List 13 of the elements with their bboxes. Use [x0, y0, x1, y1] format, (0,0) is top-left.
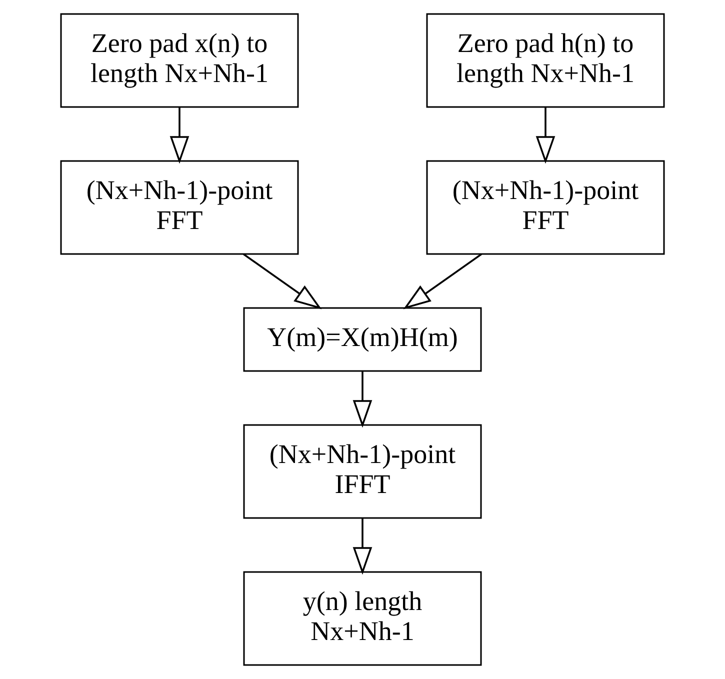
arrow	[536, 107, 556, 164]
node-box: (Nx+Nh-1)-point FFT	[426, 160, 665, 255]
arrow	[242, 253, 322, 310]
node-box: y(n) length Nx+Nh-1	[243, 571, 482, 666]
arrow	[352, 518, 372, 575]
node-box: Y(m)=X(m)H(m)	[243, 307, 482, 372]
node-box: Zero pad h(n) to length Nx+Nh-1	[426, 13, 665, 108]
arrow	[170, 107, 190, 164]
arrow	[403, 253, 482, 310]
node-box: (Nx+Nh-1)-point FFT	[60, 160, 299, 255]
node-box: Zero pad x(n) to length Nx+Nh-1	[60, 13, 299, 108]
arrow	[352, 372, 372, 428]
node-box: (Nx+Nh-1)-point IFFT	[243, 424, 482, 519]
